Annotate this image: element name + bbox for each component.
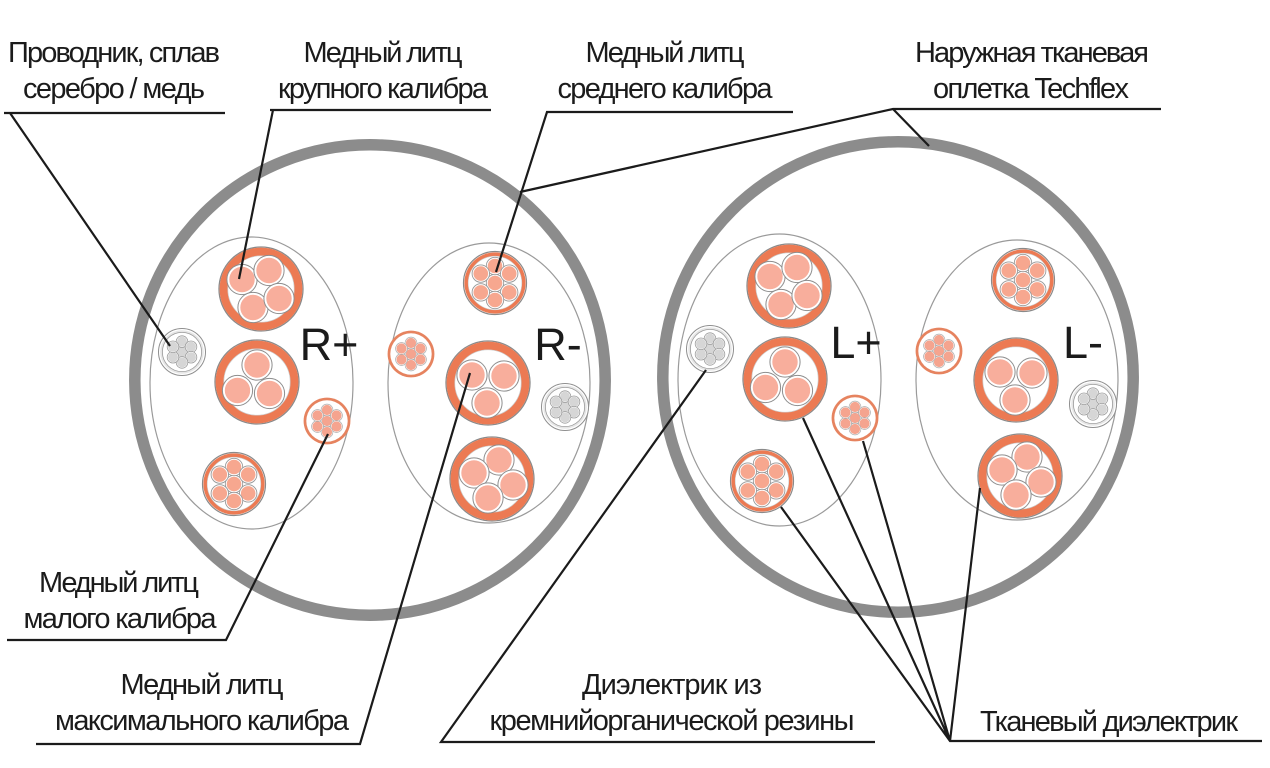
svg-text:Диэлектрик из: Диэлектрик из [582, 669, 762, 701]
svg-text:оплетка Techflex: оплетка Techflex [933, 73, 1130, 105]
svg-text:Медный литц: Медный литц [304, 37, 463, 69]
svg-text:L+: L+ [830, 317, 881, 368]
svg-text:малого калибра: малого калибра [24, 603, 218, 635]
svg-text:Тканевый диэлектрик: Тканевый диэлектрик [980, 706, 1238, 738]
svg-text:R+: R+ [300, 319, 359, 370]
svg-text:среднего калибра: среднего калибра [558, 73, 774, 105]
svg-text:Медный литц: Медный литц [39, 567, 199, 599]
svg-text:максимального калибра: максимального калибра [55, 705, 350, 737]
svg-text:R-: R- [534, 319, 581, 370]
svg-text:серебро / медь: серебро / медь [23, 73, 205, 105]
svg-text:L-: L- [1063, 317, 1103, 368]
svg-text:Медный литц: Медный литц [586, 37, 745, 69]
svg-text:Проводник, сплав: Проводник, сплав [8, 37, 220, 69]
svg-text:крупного калибра: крупного калибра [278, 73, 489, 105]
svg-text:Наружная тканевая: Наружная тканевая [915, 37, 1149, 69]
svg-text:Медный литц: Медный литц [121, 669, 284, 701]
svg-text:кремнийорганической резины: кремнийорганической резины [490, 705, 855, 737]
